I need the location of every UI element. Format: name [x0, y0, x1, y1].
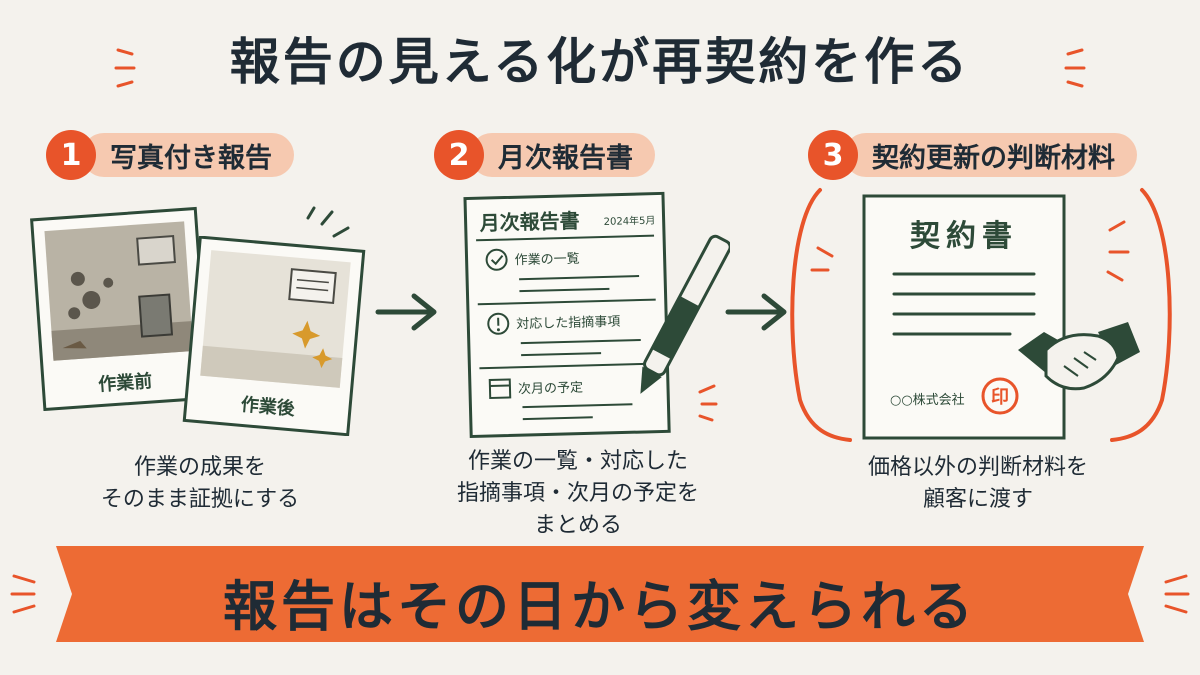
contract-company: ○○株式会社: [890, 392, 965, 408]
bracket-left-icon: [790, 188, 852, 442]
contract-heading: 契約書: [910, 219, 1018, 254]
report-section-label: 次月の予定: [518, 380, 583, 398]
step-1-number: 1: [46, 130, 96, 180]
bracket-right-icon: [1110, 188, 1172, 442]
step-1-caption-line: 作業の成果を: [133, 455, 266, 480]
photo-after-label: 作業後: [240, 393, 297, 420]
step-1-caption: 作業の成果を そのまま証拠にする: [50, 452, 350, 516]
step-2-caption-line: まとめる: [533, 513, 622, 538]
step-3-caption-line: 価格以外の判断材料を: [867, 455, 1088, 480]
air-conditioner-icon: [288, 268, 337, 305]
air-conditioner-icon: [136, 235, 176, 266]
step-2-caption-line: 作業の一覧・対応した: [467, 449, 688, 474]
step-3-badge: 3 契約更新の判断材料: [808, 130, 1137, 180]
title-spark-left-icon: [114, 48, 136, 88]
contract-seal: 印: [991, 387, 1009, 408]
step-2-label: 月次報告書: [470, 133, 655, 177]
step-3-caption: 価格以外の判断材料を 顧客に渡す: [818, 452, 1138, 516]
banner-ribbon: [10, 546, 1190, 642]
seal-stamp-icon: [981, 377, 1019, 415]
calendar-icon: [488, 378, 512, 400]
title-spark-right-icon: [1064, 48, 1086, 88]
pen-spark-icon: [698, 384, 718, 422]
step-3-number: 3: [808, 130, 858, 180]
step-3-caption-line: 顧客に渡す: [922, 487, 1033, 512]
report-date: 2024年5月: [603, 214, 655, 228]
step-2-badge: 2 月次報告書: [434, 130, 655, 180]
step-2-caption-line: 指摘事項・次月の予定を: [456, 481, 699, 506]
monthly-report-document: 月次報告書 2024年5月 作業の一覧 対応した指摘事項 次月の予定: [463, 191, 730, 439]
arrow-right-icon: [725, 293, 787, 331]
step-1-label: 写真付き報告: [82, 133, 294, 177]
photo-after: 作業後: [182, 236, 366, 436]
report-heading: 月次報告書: [478, 209, 580, 236]
contract-spark-icon: [810, 220, 1130, 282]
report-section-label: 作業の一覧: [514, 251, 579, 269]
page-title: 報告の見える化が再契約を作る: [229, 33, 971, 91]
photo-before-label: 作業前: [98, 370, 153, 396]
step-1-caption-line: そのまま証拠にする: [100, 487, 300, 512]
banner-spark-right-icon: [1164, 574, 1190, 614]
step-1-badge: 1 写真付き報告: [46, 130, 294, 180]
photo-before: 作業前: [30, 206, 210, 411]
step-2-number: 2: [434, 130, 484, 180]
step-3-label: 契約更新の判断材料: [844, 133, 1137, 177]
contract-document: 契約書 ○○株式会社 印: [862, 194, 1140, 440]
step-2-caption: 作業の一覧・対応した 指摘事項・次月の予定を まとめる: [418, 446, 738, 542]
sparkle-icon: [312, 348, 333, 369]
report-section-label: 対応した指摘事項: [516, 314, 620, 333]
pen-icon: [640, 234, 730, 394]
arrow-right-icon: [375, 293, 437, 331]
alert-circle-icon: [487, 312, 510, 335]
check-circle-icon: [485, 248, 508, 271]
trash-can-icon: [138, 293, 174, 338]
banner-message: 報告はその日から変えられる: [223, 575, 977, 638]
banner-spark-left-icon: [10, 574, 36, 614]
handshake-icon: [1018, 322, 1140, 391]
sparkle-icon: [292, 320, 321, 349]
sparkle-lines-icon: [306, 206, 350, 238]
